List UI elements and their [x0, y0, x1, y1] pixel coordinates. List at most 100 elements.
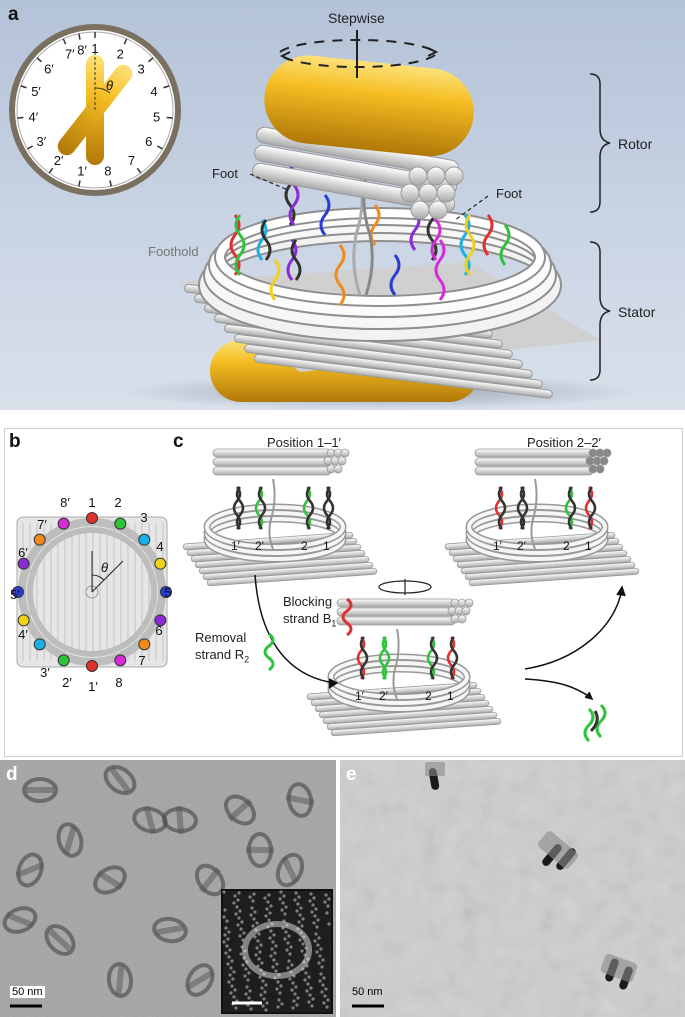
origami-particle: [93, 865, 127, 895]
foothold-dot: [12, 586, 24, 598]
clock-number: 3′: [36, 134, 46, 149]
origami-particle: [22, 777, 58, 803]
c-strand: [381, 636, 391, 680]
c-strand: [302, 486, 312, 530]
clock-tick: [78, 180, 81, 187]
panel-e-label: e: [346, 764, 357, 785]
clock-number: 7: [128, 153, 135, 168]
c-strand: [305, 486, 315, 530]
c-strand-label: 2: [563, 539, 570, 553]
c-strand: [429, 636, 439, 680]
blocking-sub: 1: [331, 618, 337, 629]
clock-tick: [48, 167, 54, 174]
c-strand: [235, 486, 245, 530]
clock-tick: [166, 116, 173, 119]
c-strand: [519, 486, 529, 530]
c-strand: [232, 486, 242, 530]
origami-particle: [2, 906, 38, 934]
foothold-dot: [114, 517, 127, 530]
upper-gold-nanorod: [264, 55, 474, 157]
foothold-dot: [138, 533, 151, 546]
clock-number: 1′: [77, 164, 87, 179]
c-strand-label: 2: [425, 689, 432, 703]
b-position-label: 3: [140, 510, 147, 525]
removal-line1: Removal: [195, 630, 247, 645]
foothold-dot: [57, 517, 70, 530]
stator-ring: [198, 207, 562, 342]
foothold-dot: [33, 533, 46, 546]
c-strand: [516, 486, 526, 530]
clock-number: 2: [117, 46, 124, 61]
c-strand: [446, 636, 456, 680]
removal-strand-icon: [263, 632, 275, 672]
origami-particle: [44, 924, 76, 956]
rotor-brace: [589, 73, 611, 213]
clock-tick: [123, 38, 128, 45]
blocking-line2: strand B: [283, 611, 332, 626]
e-scale-bar-text: 50 nm: [352, 986, 383, 998]
b-position-label: 4′: [18, 627, 28, 642]
foothold-dot: [86, 512, 98, 524]
clock-theta-label: θ: [106, 78, 113, 93]
clock-number: 4: [150, 84, 157, 99]
tem-micrograph-e: [340, 760, 685, 1017]
c-strand: [564, 486, 574, 530]
b-position-label: 6: [155, 623, 162, 638]
b-theta-label: θ: [101, 560, 108, 575]
clock-tick: [136, 167, 142, 174]
b-position-label: 2′: [62, 675, 72, 690]
c-strand-label: 1: [447, 689, 454, 703]
clock-tick: [17, 116, 24, 119]
b-position-label: 1: [88, 495, 95, 510]
b-position-label: 3′: [40, 665, 50, 680]
assembly-position-1: [182, 448, 378, 587]
clock-tick: [27, 145, 34, 150]
origami-particle: [275, 852, 305, 888]
foothold-dot: [57, 654, 70, 667]
clock-tick: [36, 57, 42, 63]
c-strand: [567, 486, 577, 530]
origami-particle: [132, 806, 168, 834]
b-position-label: 8: [115, 675, 122, 690]
panel-b-label: b: [9, 431, 21, 452]
rotation-indicator-small: [378, 579, 432, 595]
b-position-label: 8′: [60, 495, 70, 510]
tem-micrograph-d: [0, 760, 336, 1017]
stator-top-view: [12, 512, 172, 672]
foothold-dot: [154, 614, 167, 627]
panel-e-tem-image: e 50 nm: [340, 760, 685, 1017]
b-position-label: 6′: [18, 545, 28, 560]
origami-particle: [16, 852, 44, 888]
clock-tick: [148, 57, 154, 63]
c-strand-label: 2: [301, 539, 308, 553]
b-position-label: 1′: [88, 679, 98, 694]
foothold-dot: [114, 654, 127, 667]
b-position-label: 7′: [37, 517, 47, 532]
clock-tick: [62, 38, 67, 45]
foothold-dot: [86, 660, 98, 672]
c-strand: [325, 486, 335, 530]
c-strand-label: 1: [323, 539, 330, 553]
panel-a-label: a: [8, 4, 19, 25]
c-strand-label: 2′: [255, 539, 265, 553]
clock-tick: [20, 85, 27, 89]
clock-tick: [78, 33, 81, 40]
b-position-label: 7: [138, 653, 145, 668]
blocking-strand-label: Blocking strand B1: [283, 593, 336, 633]
c-strand: [587, 486, 597, 530]
clock-number: 8: [104, 164, 111, 179]
clock-number: 3: [137, 62, 144, 77]
b-position-label: 4: [156, 539, 163, 554]
assembly-position-2: [444, 448, 640, 587]
c-strand-label: 1′: [355, 689, 365, 703]
foothold-dot: [160, 586, 172, 598]
clock-number: 6: [145, 134, 152, 149]
c-strand-label: 2′: [517, 539, 527, 553]
foothold-label: Foothold: [148, 244, 199, 259]
c-strand: [494, 486, 504, 530]
c-strand-label: 1: [585, 539, 592, 553]
origami-particle: [185, 963, 215, 997]
released-strand: [583, 703, 607, 743]
